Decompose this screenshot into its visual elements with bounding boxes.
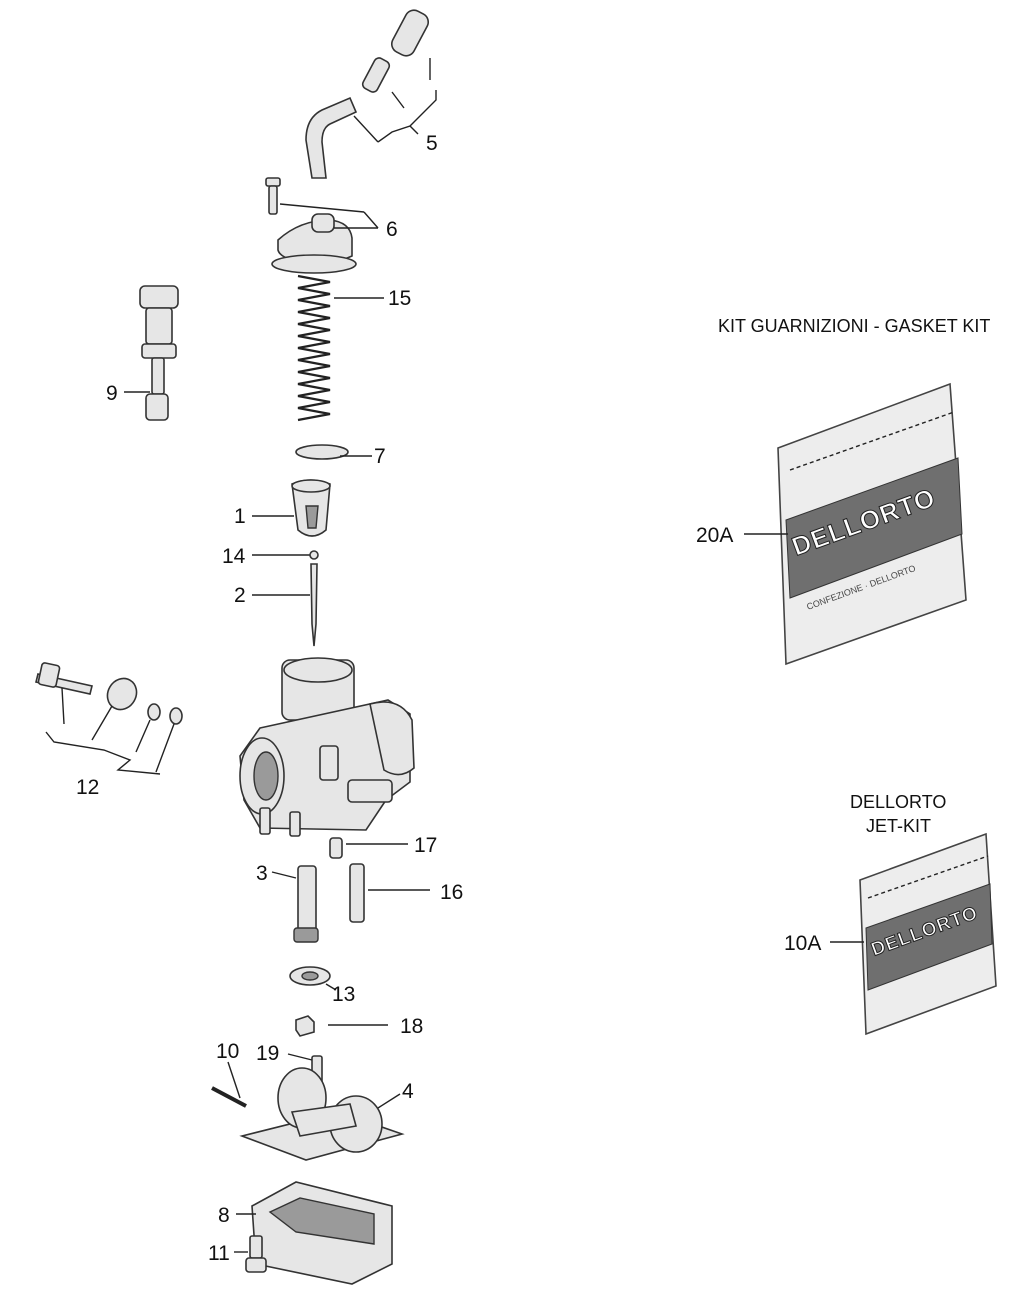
part-15-spring — [297, 274, 384, 422]
part-13-washer — [289, 966, 337, 991]
part-5-cable-adjuster — [305, 9, 437, 179]
callout-17: 17 — [414, 834, 437, 857]
callout-18: 18 — [400, 1015, 423, 1038]
part-8-float-bowl — [236, 1181, 393, 1285]
callout-8: 8 — [218, 1204, 230, 1227]
callout-9: 9 — [106, 382, 118, 405]
part-7-needle-clip — [295, 444, 372, 460]
part-12-air-screw-set — [35, 662, 183, 775]
callout-10a: 10A — [784, 932, 821, 955]
part-9-idle-screw — [124, 285, 179, 421]
callout-1: 1 — [234, 505, 246, 528]
gasket-kit-bag: DELLORTO CONFEZIONE · DELLORTO — [744, 382, 967, 666]
callout-3: 3 — [256, 862, 268, 885]
callout-13: 13 — [332, 983, 355, 1006]
part-1-throttle-slide — [252, 479, 331, 537]
jet-kit-bag: DELLORTO — [830, 832, 997, 1036]
part-11-drain-screw — [234, 1235, 267, 1273]
callout-6: 6 — [386, 218, 398, 241]
callout-12: 12 — [76, 776, 99, 799]
callout-19: 19 — [256, 1042, 279, 1065]
part-3-needle-jet — [271, 865, 319, 943]
jet-kit-title-line1: DELLORTO — [850, 792, 946, 812]
jet-kit-title-line2: JET-KIT — [866, 816, 931, 836]
callout-16: 16 — [440, 881, 463, 904]
part-4-float-assembly — [239, 1067, 405, 1161]
callout-4: 4 — [402, 1080, 414, 1103]
callout-10: 10 — [216, 1040, 239, 1063]
callout-14: 14 — [222, 545, 246, 568]
part-10-float-pin — [211, 1061, 247, 1108]
part-2-jet-needle — [252, 563, 318, 647]
callout-20a: 20A — [696, 524, 733, 547]
part-14-clip — [252, 550, 319, 560]
callout-5: 5 — [426, 132, 438, 155]
callout-11: 11 — [208, 1242, 230, 1265]
carburetor-body — [239, 657, 415, 837]
part-18-main-jet — [295, 1015, 388, 1037]
callout-15: 15 — [388, 287, 411, 310]
part-6-top-cap — [265, 177, 379, 274]
callout-2: 2 — [234, 584, 246, 607]
part-16-jet-holder — [349, 863, 430, 923]
callout-7: 7 — [374, 445, 386, 468]
part-17-pilot-jet — [329, 837, 408, 859]
gasket-kit-title: KIT GUARNIZIONI - GASKET KIT — [718, 316, 990, 336]
